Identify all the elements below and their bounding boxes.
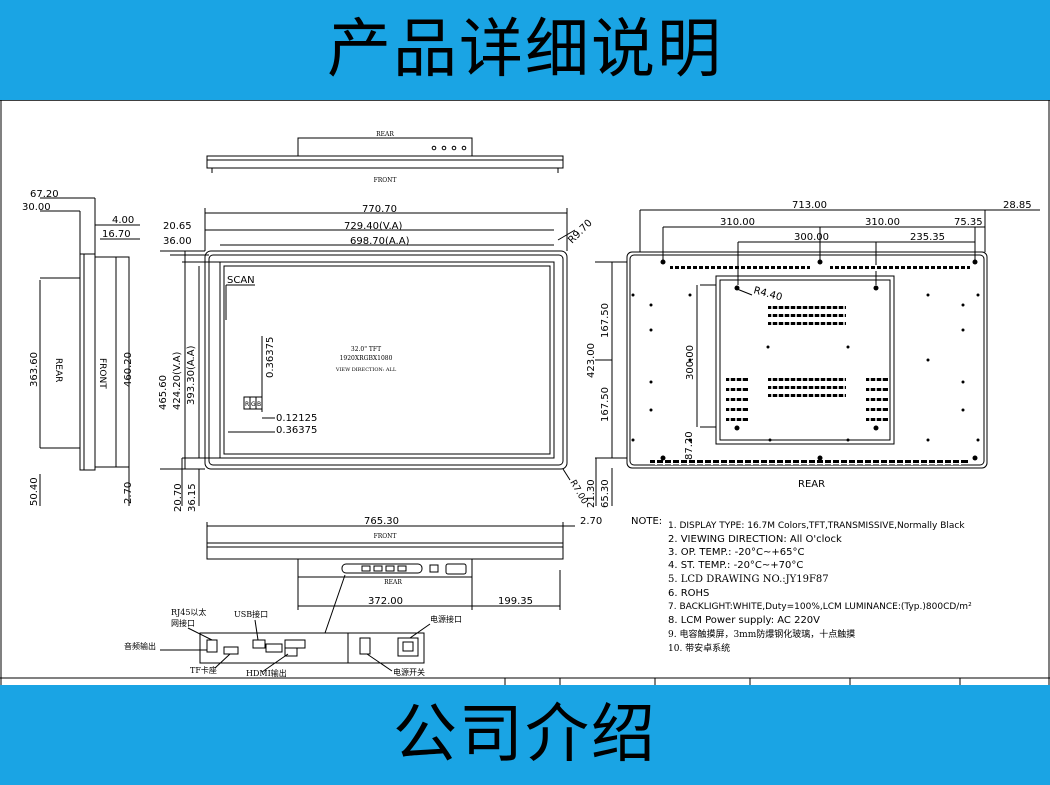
bottom-rear-label: REAR — [384, 579, 402, 586]
rear-dim-28-85: 28.85 — [1003, 200, 1032, 211]
note-1: 1. DISPLAY TYPE: 16.7M Colors,TFT,TRANSM… — [668, 521, 965, 531]
side-dim-50-40: 50.40 — [29, 477, 40, 506]
bottom-view-labels: 765.30 2.70 FRONT REAR 372.00 199.35 RJ4… — [124, 516, 602, 678]
pixel-dim-0-36375: 0.36375 — [276, 425, 317, 436]
pixel-g: G — [251, 401, 256, 408]
technical-drawing: REAR FRONT 67.20 30.00 4.00 16.70 363.60… — [0, 100, 1050, 685]
front-dim-36-00: 36.00 — [163, 236, 192, 247]
front-view-labels: 770.70 729.40(V.A) 698.70(A.A) 20.65 36.… — [158, 204, 595, 512]
note-6: 6. ROHS — [668, 588, 709, 599]
pixel-r: R — [245, 401, 249, 408]
side-dim-363-60: 363.60 — [29, 352, 40, 387]
pixel-b: B — [257, 401, 261, 408]
rear-dim-87-20: 87.20 — [684, 431, 695, 460]
rear-radius-r4-40: R4.40 — [752, 285, 783, 303]
rear-view-label: REAR — [798, 479, 825, 490]
side-dim-460-20: 460.20 — [123, 352, 134, 387]
side-dim-2-70: 2.70 — [123, 482, 134, 504]
rear-dim-300-00-vert: 300.00 — [685, 345, 696, 380]
rear-dim-167-50-bottom: 167.50 — [600, 387, 611, 422]
bottom-dim-2-70: 2.70 — [580, 516, 602, 527]
port-tf-label: TF卡座 — [190, 665, 217, 675]
front-dim-729-40: 729.40(V.A) — [344, 221, 402, 232]
port-power-label: 电源接口 — [430, 614, 462, 624]
port-usb-label: USB接口 — [234, 609, 268, 619]
rear-dim-300-00-horiz: 300.00 — [794, 232, 829, 243]
side-rear-label: REAR — [53, 358, 63, 382]
rear-dim-310-00-left: 310.00 — [720, 217, 755, 228]
rear-dim-235-35: 235.35 — [910, 232, 945, 243]
port-audio-label: 音频输出 — [124, 641, 156, 651]
rear-view-labels: 713.00 28.85 310.00 310.00 75.35 300.00 … — [586, 200, 1032, 508]
rear-view-marks — [631, 259, 980, 465]
panel-line-2: 1920XRGBX1080 — [340, 355, 393, 362]
notes: NOTE: 1. DISPLAY TYPE: 16.7M Colors,TFT,… — [631, 516, 972, 654]
note-2: 2. VIEWING DIRECTION: All O'clock — [668, 534, 842, 545]
note-7: 7. BACKLIGHT:WHITE,Duty=100%,LCM LUMINAN… — [668, 602, 972, 612]
bottom-front-label: FRONT — [374, 533, 397, 540]
side-dim-67-20: 67.20 — [30, 189, 59, 200]
front-radius-r9-70: R9.70 — [566, 218, 594, 246]
side-view-labels: 67.20 30.00 4.00 16.70 363.60 REAR FRONT… — [22, 189, 134, 506]
note-3: 3. OP. TEMP.: -20°C~+65°C — [668, 547, 804, 558]
page-title: 产品详细说明 — [327, 13, 723, 87]
note-5: 5. LCD DRAWING NO.:JY19F87 — [668, 574, 829, 585]
note-4: 4. ST. TEMP.: -20°C~+70°C — [668, 560, 803, 571]
top-view-front-label: FRONT — [374, 177, 397, 184]
rear-dim-65-30: 65.30 — [600, 479, 611, 508]
panel-line-1: 32.0" TFT — [351, 346, 381, 353]
front-dim-465-60: 465.60 — [158, 375, 169, 410]
pixel-dim-0-36375-vert: 0.36375 — [265, 337, 276, 378]
front-dim-393-30: 393.30(A.A) — [186, 345, 197, 405]
port-rj45-label-2: 网接口 — [171, 618, 195, 628]
top-view-rear-label: REAR — [376, 131, 394, 138]
bottom-banner: 公司介绍 — [0, 685, 1050, 785]
side-dim-16-70: 16.70 — [102, 229, 131, 240]
rear-dim-423-00: 423.00 — [586, 343, 597, 378]
rear-dim-167-50-top: 167.50 — [600, 303, 611, 338]
side-dim-30-00: 30.00 — [22, 202, 51, 213]
front-dim-770-70: 770.70 — [362, 204, 397, 215]
bottom-dim-765-30: 765.30 — [364, 516, 399, 527]
rear-dim-713-00: 713.00 — [792, 200, 827, 211]
top-banner: 产品详细说明 — [0, 0, 1050, 100]
side-front-label: FRONT — [97, 358, 107, 389]
port-switch-label: 电源开关 — [393, 667, 425, 677]
section-title: 公司介绍 — [393, 698, 657, 772]
pixel-dim-0-12125: 0.12125 — [276, 413, 317, 424]
front-dim-36-15: 36.15 — [187, 483, 198, 512]
front-dim-20-70: 20.70 — [173, 483, 184, 512]
bottom-dim-199-35: 199.35 — [498, 596, 533, 607]
scan-label: SCAN — [227, 275, 255, 286]
front-dim-698-70: 698.70(A.A) — [350, 236, 410, 247]
top-view-labels: REAR FRONT — [374, 131, 397, 184]
note-10: 10. 带安卓系统 — [668, 642, 730, 654]
notes-label: NOTE: — [631, 516, 662, 527]
rear-dim-75-35: 75.35 — [954, 217, 983, 228]
note-9: 9. 电容触摸屏，3mm防爆钢化玻璃，十点触摸 — [668, 628, 855, 640]
panel-line-3: VIEW DIRECTION: ALL — [335, 367, 397, 373]
port-rj45-label-1: RJ45以太 — [171, 607, 206, 617]
port-hdmi-label: HDMI输出 — [246, 668, 287, 678]
note-8: 8. LCM Power supply: AC 220V — [668, 615, 820, 626]
bottom-dim-372-00: 372.00 — [368, 596, 403, 607]
rear-dim-310-00-right: 310.00 — [865, 217, 900, 228]
front-dim-424-20: 424.20(V.A) — [172, 352, 183, 410]
rear-dim-21-30: 21.30 — [586, 479, 597, 508]
front-dim-20-65: 20.65 — [163, 221, 192, 232]
side-dim-4-00: 4.00 — [112, 215, 134, 226]
